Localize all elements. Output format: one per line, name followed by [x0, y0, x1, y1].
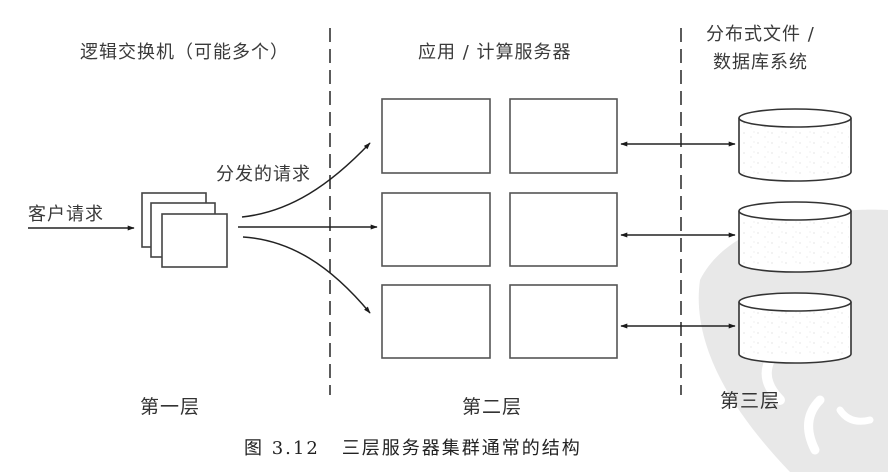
app-server [509, 98, 618, 174]
dispatch-arrow-top [241, 142, 371, 218]
client-request-label: 客户请求 [28, 204, 104, 225]
figure-title: 三层服务器集群通常的结构 [341, 438, 582, 459]
logical-switch [161, 213, 228, 268]
database-cylinder [738, 108, 852, 182]
tier1-footer: 第一层 [140, 396, 201, 418]
app-server [509, 192, 618, 267]
dispatched-requests-label: 分发的请求 [216, 164, 311, 185]
database-cylinder [738, 201, 852, 273]
app-server [381, 98, 491, 174]
tier2-footer: 第二层 [462, 396, 523, 418]
app-server [381, 284, 491, 359]
tier3-footer: 第三层 [720, 390, 781, 412]
tier3-heading-line2: 数据库系统 [713, 52, 808, 73]
figure-caption: 图 3.12 三层服务器集群通常的结构 [244, 434, 582, 460]
dispatch-arrow-bottom [242, 236, 371, 314]
app-server [509, 284, 618, 359]
tier3-heading-line1: 分布式文件 / [706, 24, 815, 45]
app-server-grid [381, 98, 618, 359]
database-cylinder [738, 292, 852, 364]
app-server [381, 192, 491, 267]
logical-switch-stack [141, 192, 228, 268]
tier2-heading: 应用 / 计算服务器 [418, 42, 572, 63]
tier1-heading: 逻辑交换机（可能多个） [80, 42, 289, 63]
figure-number: 图 3.12 [244, 438, 320, 459]
